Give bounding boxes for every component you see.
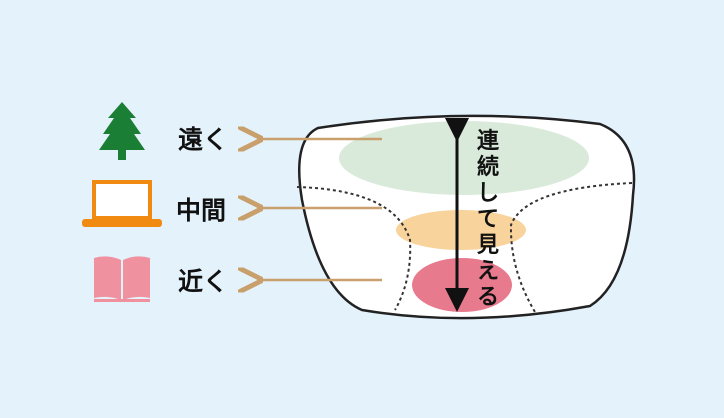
tree-icon (99, 102, 145, 160)
label-far: 遠く (178, 125, 228, 154)
label-near: 近く (178, 267, 228, 296)
svg-text:る: る (477, 285, 499, 310)
middle-zone (396, 210, 526, 250)
svg-text:し: し (477, 181, 499, 206)
svg-text:え: え (477, 259, 499, 284)
svg-text:見: 見 (477, 233, 499, 258)
laptop-icon (82, 180, 162, 227)
label-middle: 中間 (176, 196, 226, 225)
far-zone (339, 121, 589, 195)
svg-text:て: て (477, 207, 499, 232)
vertical-text: 連 続 し て 見 え る (477, 129, 500, 310)
lens (296, 114, 636, 320)
svg-text:続: 続 (477, 154, 499, 180)
right-boundary (509, 182, 633, 313)
book-icon (94, 256, 150, 302)
svg-text:連: 連 (477, 129, 500, 154)
left-boundary (296, 186, 412, 311)
